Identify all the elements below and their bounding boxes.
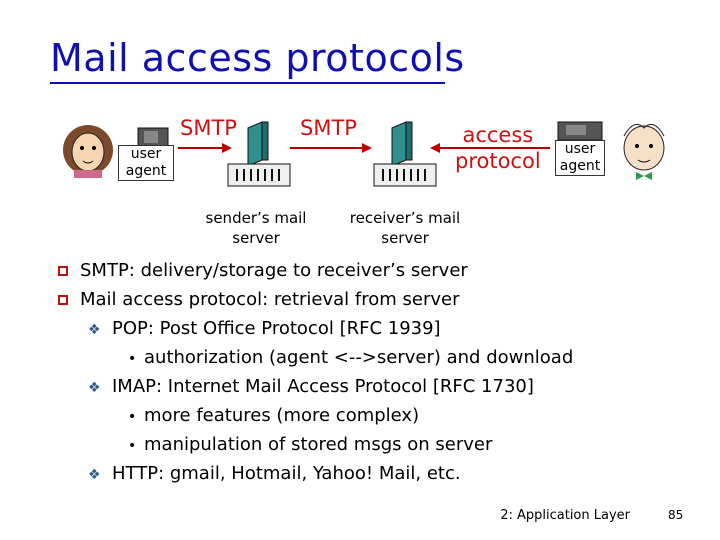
bullet-item: ❖ IMAP: Internet Mail Access Protocol [RF… [88, 372, 534, 403]
diamond-bullet-icon: ❖ [88, 380, 101, 396]
computer-icon-right [557, 121, 603, 141]
sender-person-icon [63, 125, 113, 178]
access-protocol-line1: access [462, 123, 534, 147]
bullet-text: IMAP: Internet Mail Access Protocol [RFC… [112, 376, 534, 397]
dot-bullet-icon: • [128, 438, 137, 454]
sender-server-icon [227, 121, 291, 187]
bullet-item: ❖ POP: Post Office Protocol [RFC 1939] [88, 314, 441, 345]
slide-title: Mail access protocols [50, 36, 465, 80]
receiver-server-label: receiver’s mail server [340, 208, 470, 248]
access-protocol-line2: protocol [455, 149, 541, 173]
smtp-label-1: SMTP [180, 116, 237, 140]
user-agent-left-label: user agent [118, 145, 174, 181]
access-protocol-label: access protocol [455, 122, 541, 174]
mail-diagram [63, 121, 665, 187]
bullet-text: manipulation of stored msgs on server [144, 434, 493, 455]
bullet-text: SMTP: delivery/storage to receiver’s ser… [80, 260, 468, 281]
receiver-server-line2: server [381, 229, 429, 247]
sender-server-label: sender’s mail server [196, 208, 316, 248]
bullet-item: Mail access protocol: retrieval from ser… [58, 285, 459, 314]
user-agent-right-line2: agent [559, 158, 601, 174]
user-agent-right-line1: user [564, 141, 596, 157]
bullet-text: POP: Post Office Protocol [RFC 1939] [112, 318, 441, 339]
bullet-item: • manipulation of stored msgs on server [128, 430, 492, 461]
smtp-label-2: SMTP [300, 116, 357, 140]
sender-server-line1: sender’s mail [205, 209, 307, 227]
user-agent-right-label: user agent [555, 140, 605, 176]
bullet-item: SMTP: delivery/storage to receiver’s ser… [58, 256, 468, 285]
bullet-text: Mail access protocol: retrieval from ser… [80, 289, 460, 310]
dot-bullet-icon: • [128, 351, 137, 367]
bullet-text: authorization (agent <-->server) and dow… [144, 347, 574, 368]
receiver-server-icon [373, 121, 437, 187]
sender-server-line2: server [232, 229, 280, 247]
square-bullet-icon [58, 295, 68, 305]
diamond-bullet-icon: ❖ [88, 322, 101, 338]
receiver-server-line1: receiver’s mail [349, 209, 461, 227]
square-bullet-icon [58, 266, 68, 276]
computer-icon-left [137, 127, 169, 149]
page-number: 85 [668, 508, 684, 522]
bullet-text: HTTP: gmail, Hotmail, Yahoo! Mail, etc. [112, 463, 461, 484]
user-agent-left-line2: agent [125, 163, 167, 179]
receiver-person-icon [623, 123, 665, 180]
dot-bullet-icon: • [128, 409, 137, 425]
bullet-item: • more features (more complex) [128, 401, 419, 432]
bullet-item: ❖ HTTP: gmail, Hotmail, Yahoo! Mail, etc. [88, 459, 461, 490]
user-agent-left-line1: user [130, 146, 162, 162]
bullet-item: • authorization (agent <-->server) and do… [128, 343, 573, 374]
diamond-bullet-icon: ❖ [88, 467, 101, 483]
bullet-text: more features (more complex) [144, 405, 420, 426]
footer-label: 2: Application Layer [500, 508, 630, 523]
title-underline [50, 82, 445, 84]
